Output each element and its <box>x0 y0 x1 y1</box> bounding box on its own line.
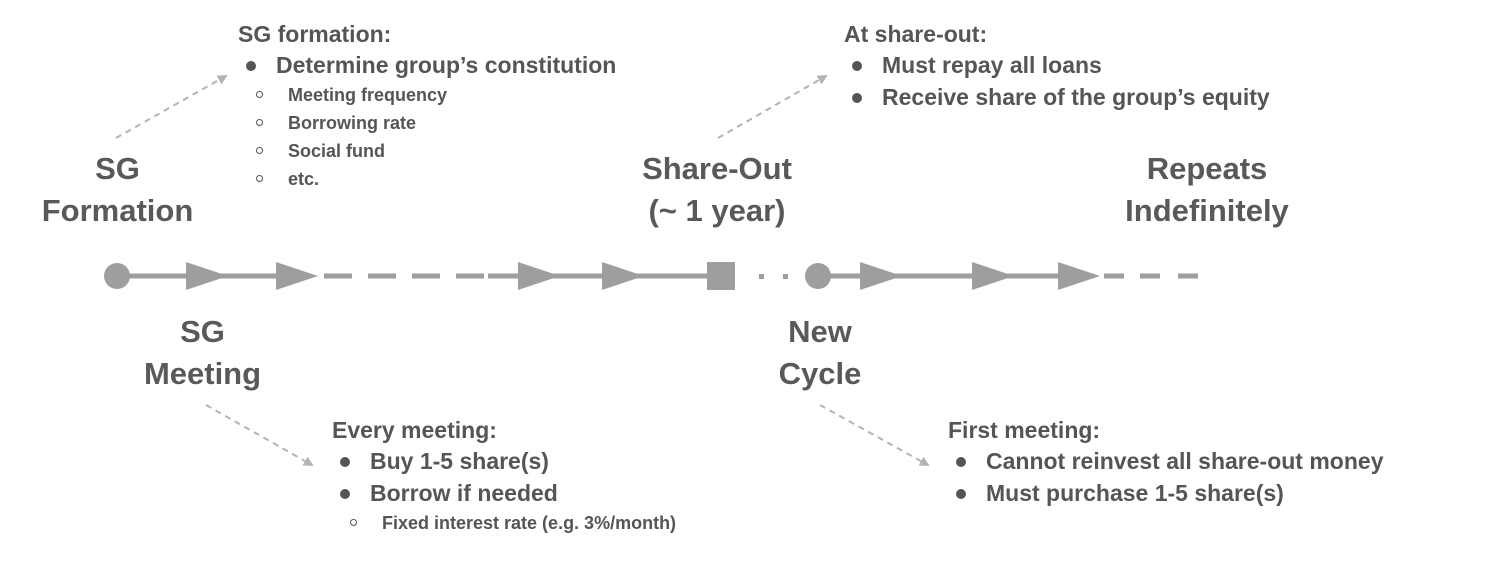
stage-label-line: Cycle <box>778 356 862 391</box>
bullet-dot-icon <box>340 457 350 467</box>
callout-heading: Every meeting: <box>332 417 497 443</box>
callout-list: Buy 1-5 share(s) Borrow if needed Fixed … <box>332 445 676 537</box>
callout-arrow-new-cycle <box>819 404 930 466</box>
timeline-arrow <box>972 262 1014 290</box>
timeline-segment-to-share-out <box>488 262 735 290</box>
list-item-text: Determine group’s constitution <box>276 52 617 78</box>
list-item-text: Must purchase 1-5 share(s) <box>986 480 1284 506</box>
sub-list-item: Fixed interest rate (e.g. 3%/month) <box>332 509 676 537</box>
sub-list-item: Borrowing rate <box>238 109 616 137</box>
sub-list-item-text: Social fund <box>288 141 386 161</box>
callout-arrow-share-out <box>717 75 828 139</box>
callout-list: Must repay all loans Receive share of th… <box>844 49 1270 113</box>
sub-list-item: Meeting frequency <box>238 81 616 109</box>
list-item-text: Buy 1-5 share(s) <box>370 448 549 474</box>
stage-sg-meeting: SG Meeting <box>120 311 285 395</box>
stage-label-line: SG <box>180 314 225 349</box>
list-item: Borrow if needed <box>332 477 676 509</box>
timeline-arrow <box>860 262 902 290</box>
bullet-dot-icon <box>956 489 966 499</box>
list-item-text: Borrow if needed <box>370 480 558 506</box>
callout-list: Cannot reinvest all share-out money Must… <box>948 445 1383 509</box>
stage-label-line: Repeats <box>1146 151 1268 186</box>
sub-list-item-text: etc. <box>288 169 320 189</box>
stage-label-line: New <box>788 314 852 349</box>
stage-new-cycle: New Cycle <box>740 311 900 395</box>
callout-sg-formation: SG formation: Determine group’s constitu… <box>238 19 616 193</box>
callout-list: Determine group’s constitution Meeting f… <box>238 49 616 193</box>
timeline-share-out-square <box>707 262 735 290</box>
sub-list-item: etc. <box>238 165 616 193</box>
list-item: Must purchase 1-5 share(s) <box>948 477 1383 509</box>
timeline-segment-cycle-2 <box>805 262 1100 290</box>
callout-every-meeting: Every meeting: Buy 1-5 share(s) Borrow i… <box>332 415 676 537</box>
list-item: Receive share of the group’s equity <box>844 81 1270 113</box>
timeline-arrow <box>518 262 560 290</box>
callout-heading: At share-out: <box>844 21 988 47</box>
stage-repeats-indefinitely: Repeats Indefinitely <box>1112 148 1302 232</box>
bullet-ring-icon <box>256 175 263 182</box>
list-item: Must repay all loans <box>844 49 1270 81</box>
stage-label-line: SG <box>95 151 140 186</box>
bullet-dot-icon <box>340 489 350 499</box>
callout-heading: First meeting: <box>948 417 1101 443</box>
list-item: Cannot reinvest all share-out money <box>948 445 1383 477</box>
stage-label-line: Indefinitely <box>1125 193 1289 228</box>
stage-share-out: Share-Out (~ 1 year) <box>622 148 812 232</box>
stage-sg-formation: SG Formation <box>35 148 200 232</box>
sub-list-item: Social fund <box>238 137 616 165</box>
bullet-dot-icon <box>956 457 966 467</box>
list-item-text: Must repay all loans <box>882 52 1102 78</box>
callout-first-meeting: First meeting: Cannot reinvest all share… <box>948 415 1383 509</box>
bullet-ring-icon <box>256 147 263 154</box>
bullet-ring-icon <box>256 91 263 98</box>
stage-label-line: Formation <box>41 193 194 228</box>
bullet-ring-icon <box>350 519 357 526</box>
timeline-arrow <box>602 262 644 290</box>
timeline-arrow <box>186 262 228 290</box>
callout-arrow-formation <box>115 75 228 139</box>
timeline-segment-cycle-1 <box>104 262 318 290</box>
sub-list-item-text: Borrowing rate <box>288 113 417 133</box>
timeline-dotted-break <box>759 274 788 279</box>
timeline-arrow <box>1058 262 1100 290</box>
list-item-text: Receive share of the group’s equity <box>882 84 1270 110</box>
list-item: Determine group’s constitution <box>238 49 616 81</box>
callout-arrow-meeting <box>205 404 314 466</box>
list-item: Buy 1-5 share(s) <box>332 445 676 477</box>
bullet-dot-icon <box>246 61 256 71</box>
list-item-text: Cannot reinvest all share-out money <box>986 448 1384 474</box>
stage-label-line: Share-Out <box>642 151 792 186</box>
stage-label-line: Meeting <box>143 356 262 391</box>
callout-heading: SG formation: <box>238 21 392 47</box>
timeline-arrow <box>276 262 318 290</box>
callout-share-out: At share-out: Must repay all loans Recei… <box>844 19 1270 113</box>
bullet-ring-icon <box>256 119 263 126</box>
stage-label-line: (~ 1 year) <box>648 193 786 228</box>
bullet-dot-icon <box>852 61 862 71</box>
sub-list-item-text: Meeting frequency <box>288 85 448 105</box>
sub-list-item-text: Fixed interest rate (e.g. 3%/month) <box>382 513 677 533</box>
bullet-dot-icon <box>852 93 862 103</box>
